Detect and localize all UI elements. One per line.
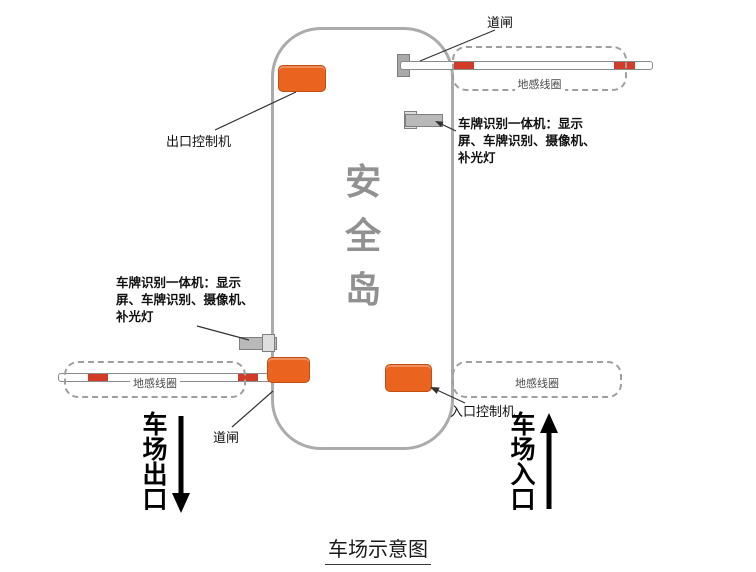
exit-control-machine: [278, 65, 326, 92]
barrier-stripe: [614, 62, 635, 69]
exit-direction-label: 车场出口: [142, 410, 168, 514]
exit-direction-arrowhead-down: [172, 493, 190, 513]
induction-coil-left: [64, 361, 246, 398]
barrier-machine-bottom: [267, 357, 310, 383]
barrier-stripe: [238, 374, 258, 381]
barrier-bottom-label: 道闸: [213, 431, 240, 446]
induction-coil-top-label: 地感线圈: [452, 73, 627, 92]
entrance-direction-label: 车场入口: [510, 410, 536, 514]
diagram-title: 车场示意图: [0, 533, 756, 565]
entrance-direction-arrowhead-up: [540, 413, 558, 433]
barrier-stripe: [454, 62, 474, 69]
barrier-stripe: [88, 374, 108, 381]
lpr-camera-left-head: [262, 334, 275, 352]
entrance-control-machine-label: 入口控制机: [450, 405, 516, 420]
induction-coil-left-label: 地感线圈: [64, 372, 246, 391]
barrier-top-label: 道闸: [487, 16, 514, 31]
lpr-camera-right: [405, 114, 443, 127]
induction-coil-bottom-right: [452, 361, 622, 398]
entrance-control-machine: [385, 364, 432, 392]
lpr-left-label: 车牌识别一体机：显示 屏、车牌识别、摄像机、 补光灯: [116, 275, 254, 324]
lpr-right-label: 车牌识别一体机：显示 屏、车牌识别、摄像机、 补光灯: [458, 116, 596, 165]
exit-control-machine-label: 出口控制机: [166, 135, 232, 150]
barrier-arm-top: [400, 61, 653, 70]
safety-island-label: 安全岛: [345, 162, 382, 311]
induction-coil-bottom-right-label: 地感线圈: [452, 372, 622, 391]
